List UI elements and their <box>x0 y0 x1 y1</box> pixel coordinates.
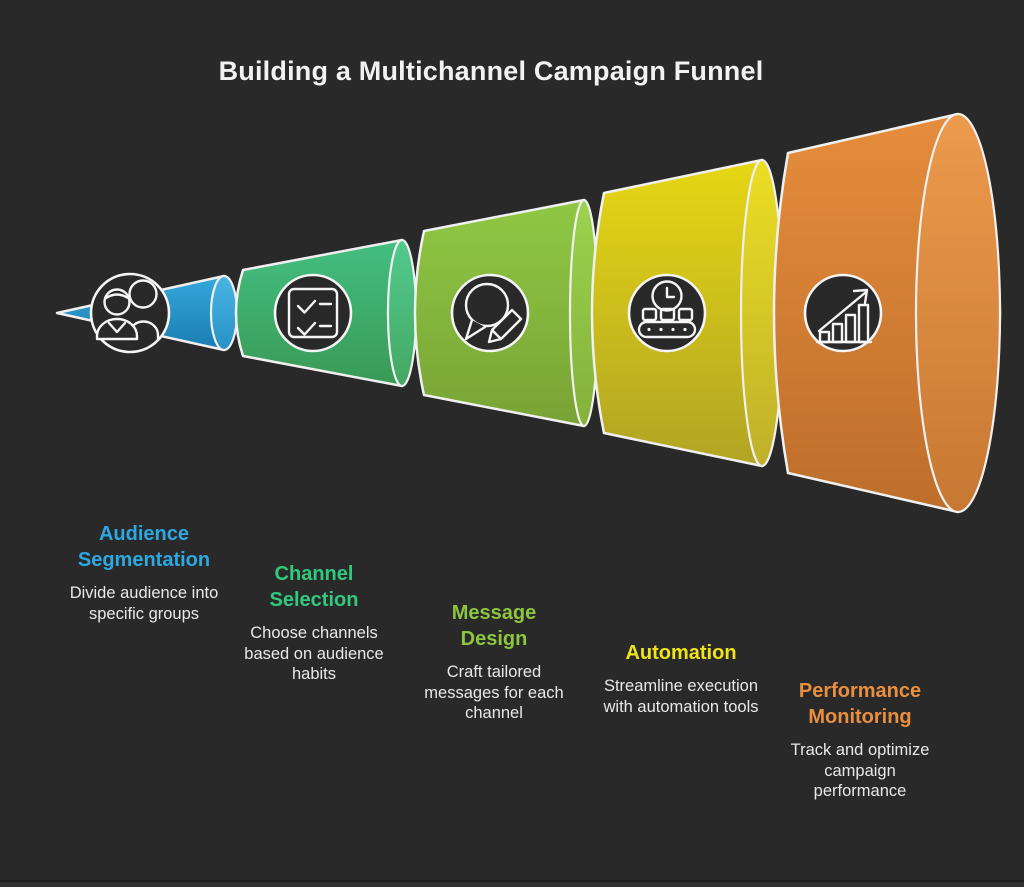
stage-title-message: Message Design <box>451 602 537 650</box>
stage-block-performance: Performance Monitoring Track and optimiz… <box>765 678 955 802</box>
message-pencil-icon <box>450 273 530 353</box>
stage-title-channel: Channel Selection <box>269 563 359 611</box>
stage-title-audience: Audience Segmentation <box>77 523 211 571</box>
stage-block-channel: Channel Selection Choose channels based … <box>224 561 404 685</box>
stage-description-message: Craft tailored messages for each channel <box>424 663 564 723</box>
stage-title-performance: Performance Monitoring <box>798 680 922 728</box>
funnel-segment-performance <box>772 112 1002 514</box>
automation-conveyor-icon <box>627 273 707 353</box>
stage-description-automation: Streamline execution with automation too… <box>603 677 759 716</box>
stage-description-channel: Choose channels based on audience habits <box>244 624 384 684</box>
stage-title-automation: Automation <box>625 642 737 664</box>
stage-description-audience: Divide audience into specific groups <box>69 584 219 623</box>
checklist-icon <box>273 273 353 353</box>
stage-block-audience: Audience Segmentation Divide audience in… <box>49 521 239 624</box>
page-title: Building a Multichannel Campaign Funnel <box>218 56 764 86</box>
audience-people-icon <box>89 272 171 354</box>
stage-block-message: Message Design Craft tailored messages f… <box>404 600 584 724</box>
bottom-edge-strip <box>0 880 1024 887</box>
performance-chart-icon <box>803 273 883 353</box>
stage-description-performance: Track and optimize campaign performance <box>790 741 930 801</box>
stage-block-automation: Automation Streamline execution with aut… <box>586 640 776 717</box>
